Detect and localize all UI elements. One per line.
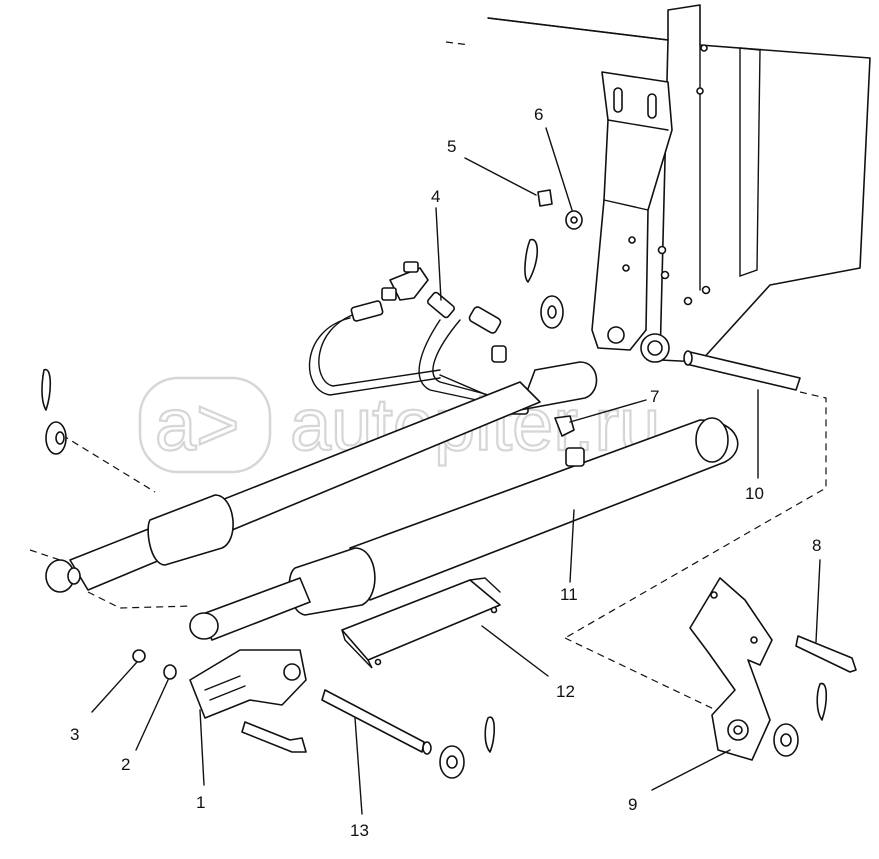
callouts: 5 6 4 7 10 11 8 12 3 2 1 13 9 bbox=[70, 105, 821, 840]
cotter-pin-left bbox=[41, 369, 52, 411]
callout-5: 5 bbox=[447, 137, 456, 156]
nut-3 bbox=[132, 649, 146, 663]
mounting-bracket bbox=[591, 71, 673, 363]
callout-11: 11 bbox=[560, 585, 578, 604]
callout-13: 13 bbox=[350, 821, 369, 840]
bolt-lower-left bbox=[241, 721, 307, 753]
washer-2 bbox=[163, 664, 177, 680]
small-hardware-lower bbox=[132, 649, 496, 779]
callout-9: 9 bbox=[628, 795, 637, 814]
alignment-lines bbox=[29, 391, 827, 713]
bracket-9 bbox=[689, 577, 857, 761]
nut-5 bbox=[537, 189, 553, 207]
frame-plate bbox=[445, 4, 871, 363]
bracket-1 bbox=[189, 649, 307, 719]
watermark-logo-frame bbox=[138, 376, 272, 474]
small-hardware-upper bbox=[41, 189, 583, 455]
callout-2: 2 bbox=[121, 755, 130, 774]
callout-4: 4 bbox=[431, 187, 440, 206]
callout-8: 8 bbox=[812, 536, 821, 555]
callout-1: 1 bbox=[196, 793, 205, 812]
cylinder-front bbox=[189, 417, 739, 641]
callout-12: 12 bbox=[556, 682, 575, 701]
cylinder-rear bbox=[45, 361, 598, 593]
callout-3: 3 bbox=[70, 725, 79, 744]
fitting-7 bbox=[554, 415, 575, 437]
callout-10: 10 bbox=[745, 484, 764, 503]
callout-7: 7 bbox=[650, 387, 659, 406]
watermark-logo: a> bbox=[155, 383, 239, 466]
pin-13 bbox=[321, 689, 425, 753]
leader-lines bbox=[91, 127, 821, 815]
hydraulic-hoses bbox=[308, 261, 575, 437]
plate-12 bbox=[341, 577, 501, 669]
callout-6: 6 bbox=[534, 105, 543, 124]
pin-10 bbox=[683, 350, 801, 391]
bolt-8 bbox=[795, 635, 857, 673]
cotter-pin-upper bbox=[524, 239, 539, 283]
